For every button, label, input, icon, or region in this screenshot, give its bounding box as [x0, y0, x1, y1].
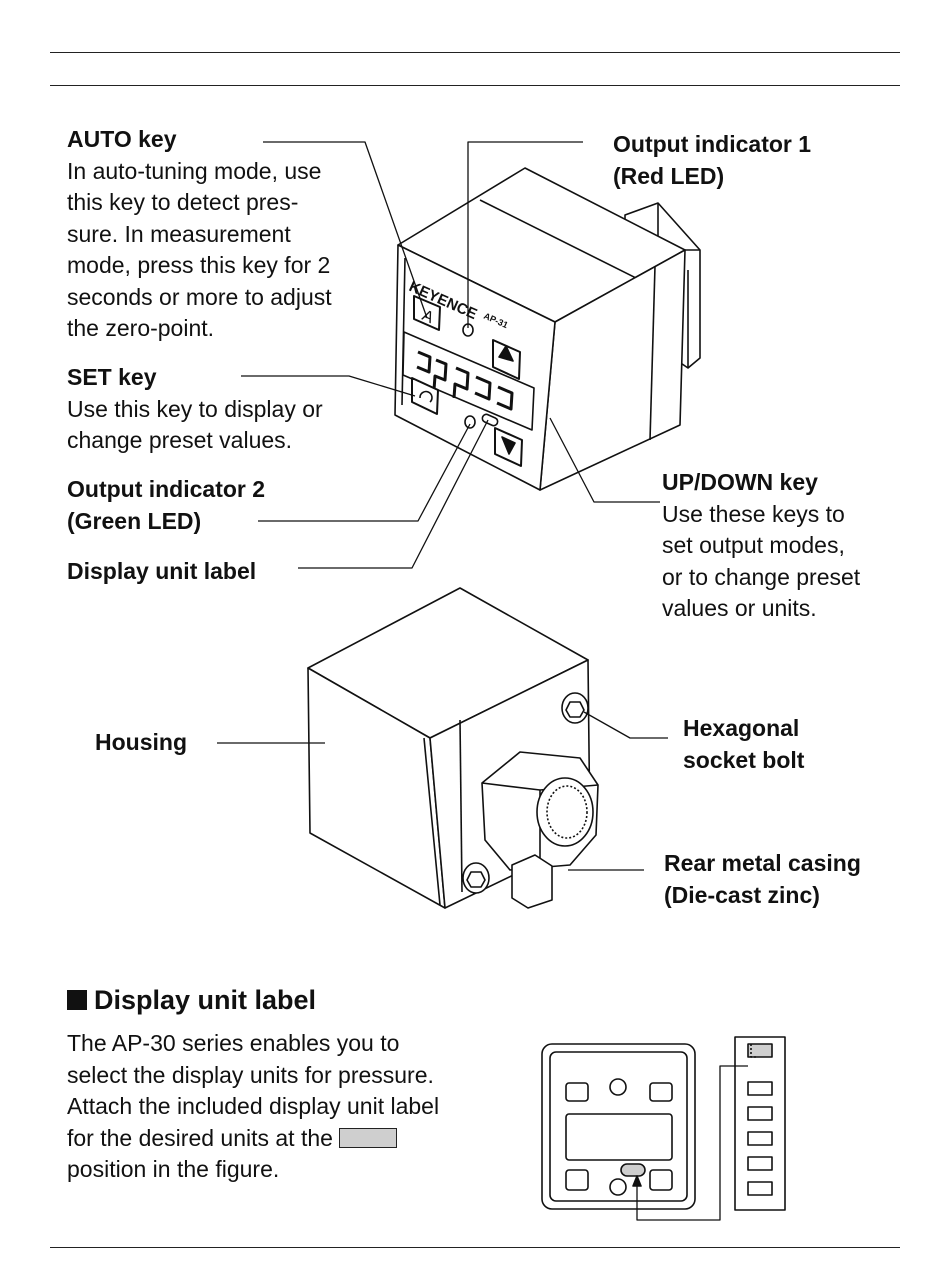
up-down-key-callout: UP/DOWN key Use these keys to set output… — [662, 467, 860, 625]
rear-casing-line: Rear metal casing — [664, 850, 861, 876]
front-view-diagram — [541, 1036, 786, 1221]
top-rule — [50, 52, 900, 53]
rear-casing-line: (Die-cast zinc) — [664, 881, 820, 908]
output-indicator-1-line: (Red LED) — [613, 162, 725, 189]
section-paragraph: The AP-30 series enables you to select t… — [67, 1028, 517, 1186]
housing-callout: Housing — [95, 729, 187, 755]
output-indicator-1-line: Output indicator 1 — [613, 131, 812, 157]
auto-key-line: sure. In measurement — [67, 220, 291, 247]
set-key-line: change preset values. — [67, 427, 293, 453]
paragraph-line: Attach the included display unit label — [67, 1093, 440, 1119]
rear-casing-callout: Rear metal casing (Die-cast zinc) — [664, 848, 861, 911]
section-title-text: Display unit label — [94, 985, 317, 1015]
section-heading: Display unit label — [67, 985, 316, 1016]
output-indicator-2-line: Output indicator 2 — [67, 476, 266, 502]
set-key-title: SET key — [67, 364, 157, 390]
output-indicator-2-line: (Green LED) — [67, 507, 202, 534]
hex-bolt-line: Hexagonal — [683, 715, 800, 741]
top-leader-lines — [241, 141, 660, 569]
up-down-key-line: values or units. — [662, 595, 817, 621]
set-key-line: Use this key to display or — [67, 395, 323, 422]
up-down-key-line: Use these keys to — [662, 500, 845, 527]
set-key-callout: SET key Use this key to display or chang… — [67, 362, 323, 457]
hex-bolt-line: socket bolt — [683, 746, 805, 773]
header-rule — [50, 85, 900, 86]
bottom-rule — [50, 1247, 900, 1248]
output-indicator-2-callout: Output indicator 2 (Green LED) — [67, 474, 265, 537]
paragraph-line: position in the figure. — [67, 1156, 280, 1182]
paragraph-line: The AP-30 series enables you to — [67, 1030, 400, 1056]
hex-bolt-callout: Hexagonal socket bolt — [683, 713, 804, 776]
paragraph-line: select the display units for pressure. — [67, 1061, 434, 1088]
up-down-key-line: set output modes, — [662, 532, 845, 558]
middle-leader-lines — [217, 711, 668, 871]
auto-key-line: the zero-point. — [67, 315, 215, 341]
display-unit-label-callout: Display unit label — [67, 558, 257, 584]
up-down-key-line: or to change preset — [662, 563, 861, 590]
auto-key-callout: AUTO key In auto-tuning mode, use this k… — [67, 124, 332, 345]
label-swatch — [339, 1127, 398, 1148]
rear-device-drawing — [307, 587, 599, 909]
auto-key-title: AUTO key — [67, 126, 177, 152]
paragraph-line: for the desired units at the — [67, 1123, 517, 1155]
auto-key-line: mode, press this key for 2 — [67, 252, 331, 278]
paragraph-line-text: for the desired units at the — [67, 1124, 333, 1151]
front-device-drawing — [394, 167, 701, 491]
bullet-square-icon — [67, 990, 87, 1010]
up-down-key-title: UP/DOWN key — [662, 469, 818, 495]
output-indicator-1-callout: Output indicator 1 (Red LED) — [613, 129, 811, 192]
auto-key-line: In auto-tuning mode, use — [67, 157, 322, 184]
auto-key-line: this key to detect pres- — [67, 189, 299, 215]
auto-key-line: seconds or more to adjust — [67, 283, 332, 310]
